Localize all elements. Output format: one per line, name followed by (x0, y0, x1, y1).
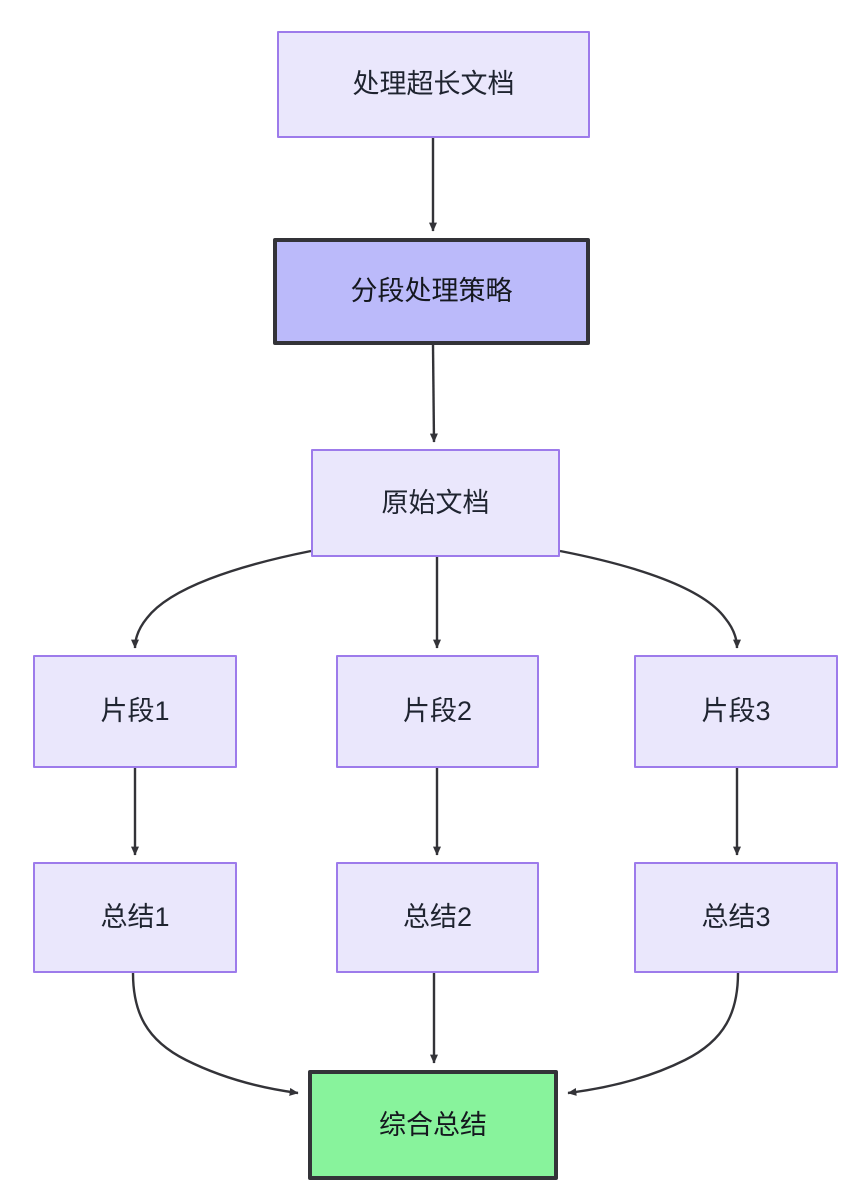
node-source-document[interactable]: 原始文档 (311, 449, 560, 557)
node-label: 总结3 (701, 902, 771, 933)
edge-strategy-to-source (429, 344, 438, 443)
node-label: 原始文档 (381, 487, 490, 518)
edge-sum1-to-final (131, 972, 299, 1096)
node-label: 综合总结 (379, 1109, 487, 1140)
node-label: 处理超长文档 (352, 69, 515, 100)
edge-source-to-frag3 (559, 549, 741, 649)
node-final-summary[interactable]: 综合总结 (308, 1070, 558, 1180)
node-summary-2[interactable]: 总结2 (336, 862, 539, 973)
edge-sum3-to-final (567, 972, 740, 1096)
edge-source-to-frag1 (131, 549, 312, 649)
node-fragment-2[interactable]: 片段2 (336, 655, 539, 768)
node-fragment-3[interactable]: 片段3 (634, 655, 838, 768)
node-label: 片段2 (402, 696, 473, 727)
node-fragment-1[interactable]: 片段1 (33, 655, 237, 768)
node-summary-1[interactable]: 总结1 (33, 862, 237, 973)
node-label: 片段1 (100, 696, 170, 727)
node-label: 片段3 (701, 696, 771, 727)
node-chunking-strategy[interactable]: 分段处理策略 (273, 238, 590, 345)
node-summary-3[interactable]: 总结3 (634, 862, 838, 973)
node-label: 分段处理策略 (350, 276, 513, 307)
node-process-long-document[interactable]: 处理超长文档 (277, 31, 590, 138)
node-label: 总结2 (402, 902, 473, 933)
node-label: 总结1 (100, 902, 170, 933)
